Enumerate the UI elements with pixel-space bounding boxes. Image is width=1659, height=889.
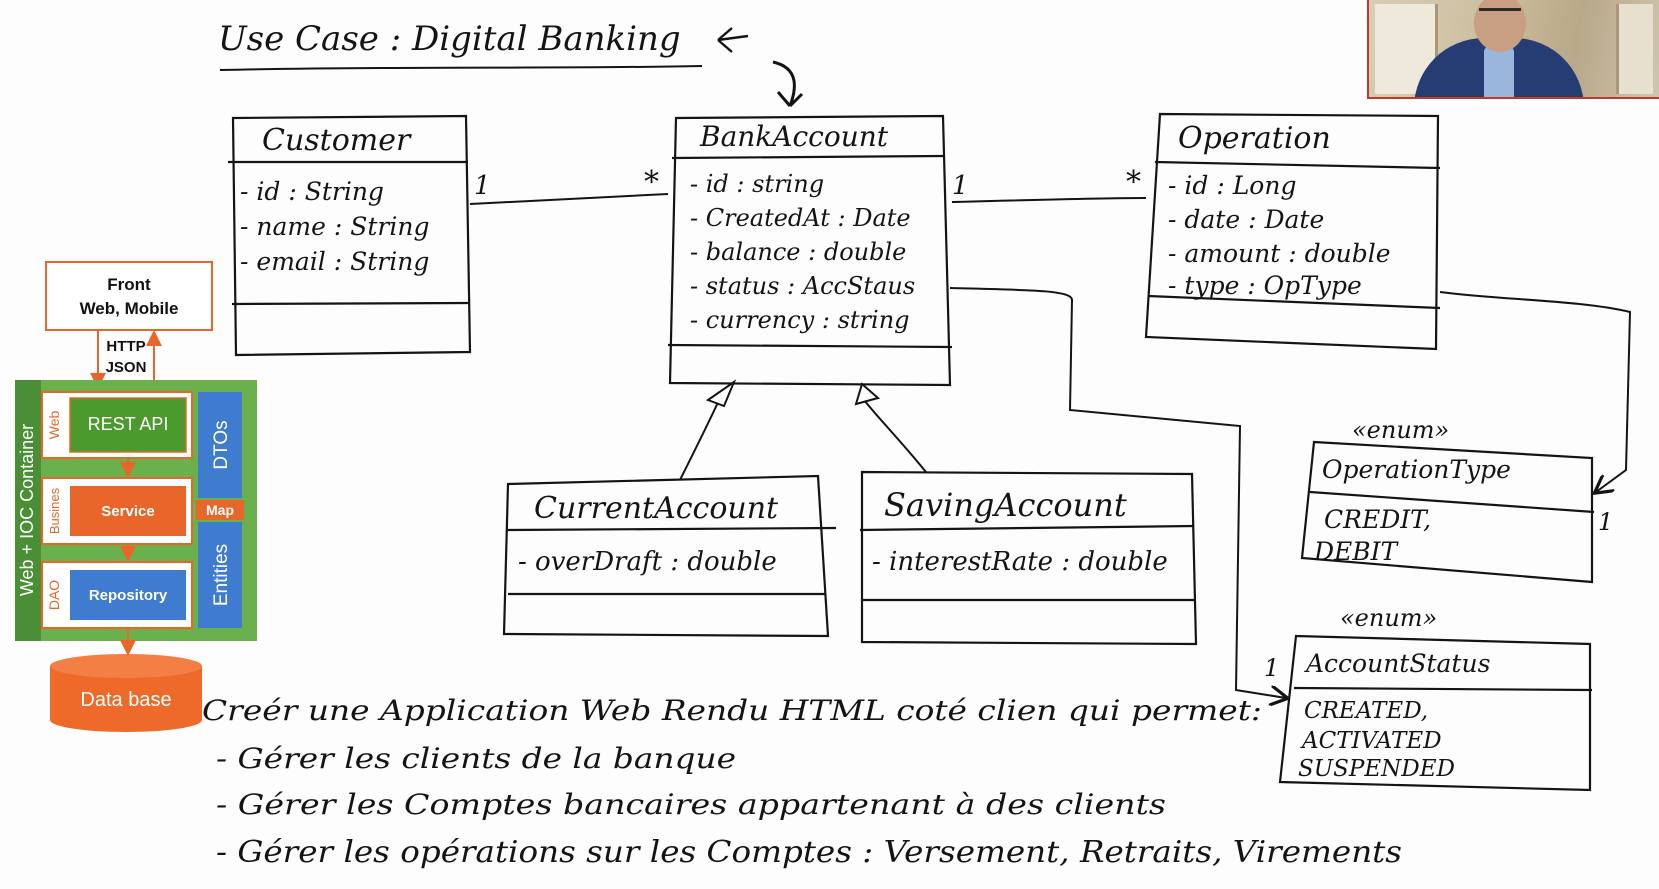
saving-account-attr: - interestRate : double <box>872 547 1168 577</box>
requirements-heading: Creér une Application Web Rendu HTML cot… <box>202 694 1262 727</box>
database-cylinder-icon <box>50 666 202 732</box>
multiplicity: * <box>1126 165 1141 200</box>
map-box <box>196 500 244 520</box>
operation-attr: - id : Long <box>1168 171 1296 200</box>
class-saving-account: SavingAccount - interestRate : double <box>859 470 1198 646</box>
class-customer-name: Customer <box>262 123 412 158</box>
container-label: Web + IOC Container <box>17 424 37 596</box>
class-operation: Operation - id : Long - date : Date - am… <box>1144 112 1441 351</box>
inheritance-triangle-icon <box>854 382 881 406</box>
webcam-background <box>1616 4 1653 94</box>
title-underline <box>219 65 703 71</box>
repository-box <box>70 570 186 620</box>
operation-attr: - type : OpType <box>1168 271 1362 300</box>
protocol-label: HTTP <box>106 338 145 355</box>
class-current-account: CurrentAccount - overDraft : double <box>502 474 837 638</box>
enum-operation-type: «enum» OperationType CREDIT, DEBIT <box>1300 416 1595 584</box>
container-label-bar <box>15 380 41 641</box>
layer-label: Web <box>46 411 62 440</box>
multiplicity: * <box>644 165 659 200</box>
front-label: Web, Mobile <box>80 299 179 318</box>
component-label: Repository <box>89 587 168 604</box>
component-label: REST API <box>88 414 169 434</box>
bank-account-attr: - id : string <box>690 170 824 198</box>
bank-account-attr: - status : AccStaus <box>690 272 915 300</box>
class-current-account-name: CurrentAccount <box>534 491 779 526</box>
title-arrow-icon <box>717 27 749 53</box>
rest-api-box <box>69 397 187 453</box>
inheritance-triangle-icon <box>705 379 737 408</box>
association-operation-optype <box>1439 291 1632 492</box>
presenter-glasses <box>1479 8 1521 19</box>
enum-value: DEBIT <box>1313 537 1400 566</box>
class-customer: Customer - id : String - name : String -… <box>228 114 472 357</box>
protocol-label: JSON <box>106 359 147 376</box>
entities-box <box>198 522 242 628</box>
front-box <box>45 261 213 331</box>
multiplicity: 1 <box>474 171 491 201</box>
architecture-diagram: Front Web, Mobile HTTP JSON Web + IOC Co… <box>15 261 257 732</box>
layer-label: Busines <box>47 487 62 534</box>
database-label: Data base <box>80 689 171 711</box>
enum-stereotype: «enum» <box>1340 604 1437 632</box>
operation-attr: - date : Date <box>1168 205 1324 234</box>
dtos-box <box>198 392 242 498</box>
multiplicity: 1 <box>1264 654 1279 682</box>
bank-account-attr: - CreatedAt : Date <box>690 204 911 232</box>
customer-attr: - id : String <box>240 177 384 206</box>
enum-value: CREATED, <box>1304 698 1428 724</box>
component-label: Service <box>101 503 154 520</box>
class-saving-account-name: SavingAccount <box>884 486 1127 524</box>
operation-attr: - amount : double <box>1168 239 1391 268</box>
enum-account-status-name: AccountStatus <box>1304 649 1490 678</box>
class-operation-name: Operation <box>1178 121 1331 156</box>
enum-value: CREDIT, <box>1324 505 1431 534</box>
front-label: Front <box>107 275 151 294</box>
requirement-item: - Gérer les Comptes bancaires appartenan… <box>216 788 1166 821</box>
diagram-title: Use Case : Digital Banking <box>218 19 681 59</box>
current-account-attr: - overDraft : double <box>518 547 777 577</box>
map-label: Map <box>206 502 234 518</box>
association-customer-account <box>469 193 669 205</box>
requirement-item: - Gérer les clients de la banque <box>216 742 736 775</box>
bank-account-attr: - balance : double <box>690 238 906 266</box>
service-box <box>70 486 186 536</box>
enum-operation-type-name: OperationType <box>1322 455 1511 484</box>
layer-label: DAO <box>46 580 62 610</box>
enum-account-status: «enum» AccountStatus CREATED, ACTIVATED … <box>1278 604 1593 792</box>
class-bank-account-name: BankAccount <box>699 120 889 153</box>
bank-account-attr: - currency : string <box>690 306 910 334</box>
customer-attr: - name : String <box>240 212 429 241</box>
multiplicity: 1 <box>952 171 969 201</box>
presenter-webcam <box>1367 0 1659 99</box>
enum-value: ACTIVATED <box>1300 728 1442 754</box>
multiplicity: 1 <box>1598 508 1613 536</box>
association-account-status <box>949 287 1286 698</box>
presenter-shirt <box>1484 46 1514 97</box>
down-arrow-icon <box>772 60 804 108</box>
database-cylinder-top <box>50 654 202 678</box>
customer-attr: - email : String <box>240 247 429 276</box>
inheritance-saving-account <box>863 399 927 473</box>
enum-value: SUSPENDED <box>1298 756 1455 782</box>
entities-label: Entities <box>211 544 232 606</box>
enum-stereotype: «enum» <box>1352 416 1449 444</box>
inheritance-current-account <box>679 397 721 481</box>
class-bank-account: BankAccount - id : string - CreatedAt : … <box>667 114 953 387</box>
requirement-item: - Gérer les opérations sur les Comptes :… <box>216 835 1402 870</box>
dtos-label: DTOs <box>211 420 232 469</box>
association-account-operation <box>951 197 1147 203</box>
